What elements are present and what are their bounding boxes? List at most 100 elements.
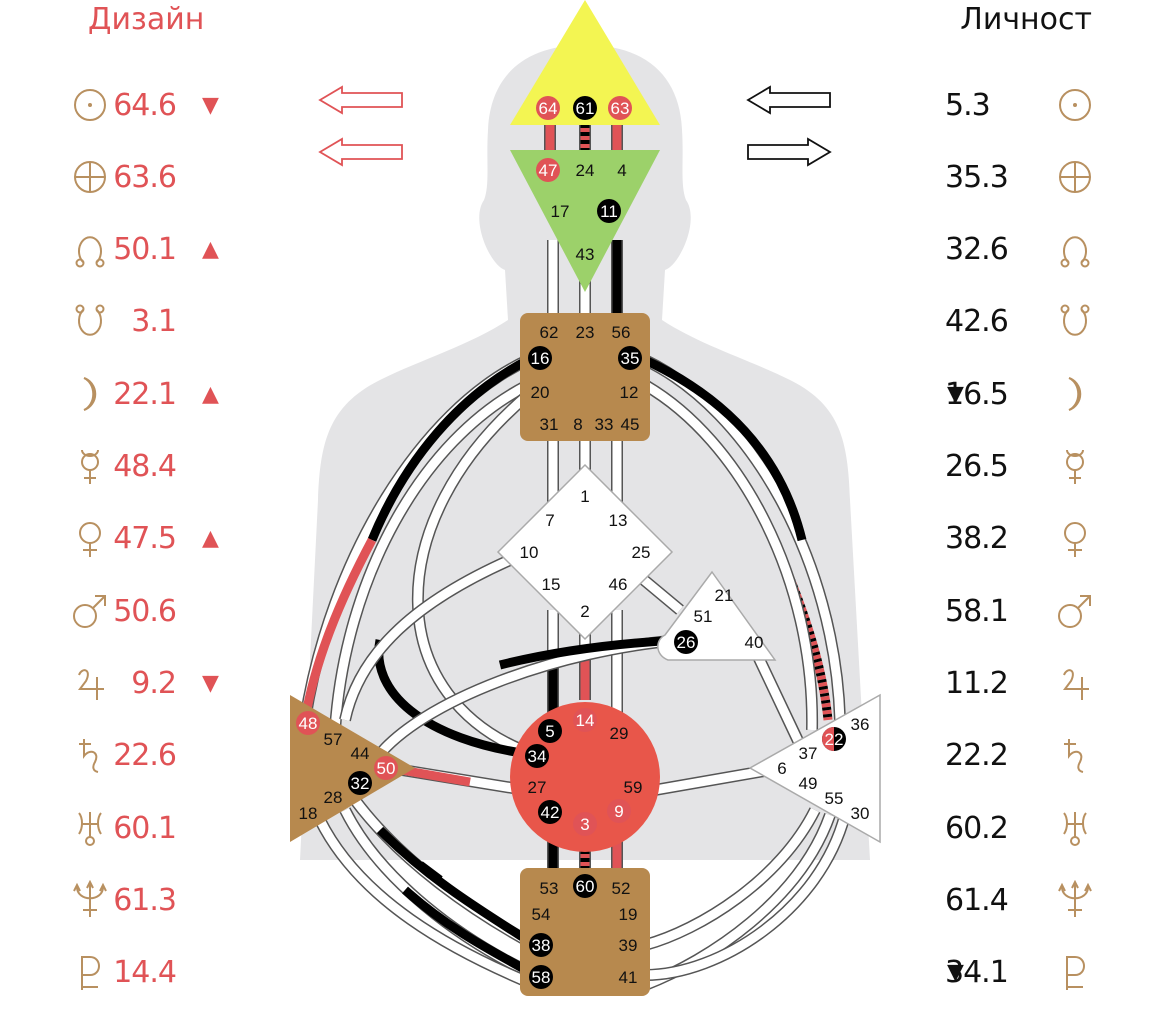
gate-marker: [296, 711, 320, 735]
gate-34-label: 34: [528, 747, 547, 766]
personality-planet-row: 60.2: [945, 803, 1105, 853]
personality-planet-row: 26.5: [945, 442, 1105, 492]
south-node-icon: [1053, 300, 1097, 344]
gate-36-label: 36: [851, 715, 870, 734]
gate-40-label: 40: [745, 633, 764, 652]
personality-planet-value: 42.6: [945, 304, 1009, 340]
channel-40-37: [750, 648, 805, 747]
g-center: [496, 463, 674, 641]
gate-marker: [348, 771, 372, 795]
gate-marker: [607, 799, 631, 823]
south-node-icon: [68, 300, 112, 344]
personality-planet-value: 35.3: [945, 159, 1009, 195]
neptune-icon: [68, 878, 112, 922]
gate-18-label: 18: [299, 804, 318, 823]
channel-49-19: [643, 807, 820, 950]
design-planet-value: 50.6: [113, 593, 177, 629]
gate-27-label: 27: [528, 778, 547, 797]
personality-arrow-indicator: ▼: [947, 960, 964, 986]
design-planet-value: 47.5: [113, 521, 177, 557]
gate-56-label: 56: [612, 323, 631, 342]
design-planet-value: 9.2: [131, 665, 177, 701]
gate-16-label: 16: [531, 349, 550, 368]
gate-6-label: 6: [777, 759, 786, 778]
gate-marker: [529, 933, 553, 957]
gate-marker: [573, 812, 597, 836]
mars-icon: [68, 589, 112, 633]
venus-icon: [1053, 517, 1097, 561]
uranus-icon: [68, 806, 112, 850]
personality-planet-row: 32.6: [945, 225, 1105, 275]
gate-61-label: 61: [576, 99, 595, 118]
channel-12-22: [642, 381, 817, 731]
channel-30-41: [644, 813, 850, 980]
personality-arrow-indicator: ▼: [947, 381, 964, 407]
mercury-icon: [68, 445, 112, 489]
gate-4-label: 4: [617, 161, 626, 180]
personality-column-title: Личност: [960, 2, 1092, 37]
design-arrow-left-icon: [318, 85, 403, 115]
gate-3-label: 3: [580, 815, 589, 834]
gate-7-label: 7: [545, 511, 554, 530]
gate-35-label: 35: [621, 349, 640, 368]
gate-50-label: 50: [377, 759, 396, 778]
channel-18-58: [315, 817, 537, 990]
gate-marker: [538, 800, 562, 824]
design-planet-value: 61.3: [113, 882, 177, 918]
gate-marker: [608, 96, 632, 120]
gate-17-label: 17: [551, 202, 570, 221]
gate-32-label: 32: [351, 774, 370, 793]
personality-planet-value: 58.1: [945, 593, 1009, 629]
gate-28-label: 28: [324, 788, 343, 807]
north-node-icon: [1053, 228, 1097, 272]
pluto-icon: [1053, 951, 1097, 995]
personality-planet-value: 61.4: [945, 882, 1009, 918]
gate-5-label: 5: [545, 722, 554, 741]
root-center: [520, 868, 650, 996]
design-planet-value: 14.4: [113, 955, 177, 991]
gate-45-label: 45: [621, 415, 640, 434]
sun-icon: [1053, 83, 1097, 127]
neptune-icon: [1053, 878, 1097, 922]
gate-marker: [573, 708, 597, 732]
gate-marker: [374, 756, 398, 780]
design-planet-row: 64.6▼: [68, 80, 238, 130]
gate-54-label: 54: [532, 905, 551, 924]
gate-marker: [597, 199, 621, 223]
ajna-center: [510, 150, 660, 292]
moon-icon: [1053, 372, 1097, 416]
gate-59-label: 59: [624, 778, 643, 797]
design-arrow-left-icon: [318, 137, 403, 167]
gate-44-label: 44: [351, 744, 370, 763]
personality-planet-row: 38.2: [945, 514, 1105, 564]
gate-23-label: 23: [576, 323, 595, 342]
gate-10-label: 10: [520, 543, 539, 562]
gate-48-label: 48: [299, 714, 318, 733]
mercury-icon: [1053, 445, 1097, 489]
gate-marker: [674, 630, 698, 654]
gate-13-label: 13: [609, 511, 628, 530]
earth-icon: [68, 155, 112, 199]
design-planet-value: 48.4: [113, 449, 177, 484]
gate-60-label: 60: [576, 877, 595, 896]
gate-46-label: 46: [609, 575, 628, 594]
design-planet-row: 60.1: [68, 803, 238, 853]
venus-icon: [68, 517, 112, 561]
gate-marker: [536, 96, 560, 120]
pluto-icon: [68, 951, 112, 995]
channel-16-48-active: [300, 537, 376, 721]
personality-planet-row: ▼16.5: [945, 369, 1105, 419]
gate-58-label: 58: [532, 968, 551, 987]
design-planet-row: 9.2▼: [68, 658, 238, 708]
gate-31-label: 31: [540, 415, 559, 434]
gate-47-label: 47: [539, 161, 558, 180]
personality-planet-value: 26.5: [945, 449, 1009, 484]
channel-28-38-active: [402, 886, 538, 979]
gate-55-label: 55: [825, 789, 844, 808]
gate-64-label: 64: [539, 99, 558, 118]
gate-62-label: 62: [540, 323, 559, 342]
channel-35-36-active: [773, 548, 833, 721]
gate-39-label: 39: [619, 936, 638, 955]
personality-arrow-left-icon: [746, 85, 831, 115]
head-center: [510, 0, 660, 125]
